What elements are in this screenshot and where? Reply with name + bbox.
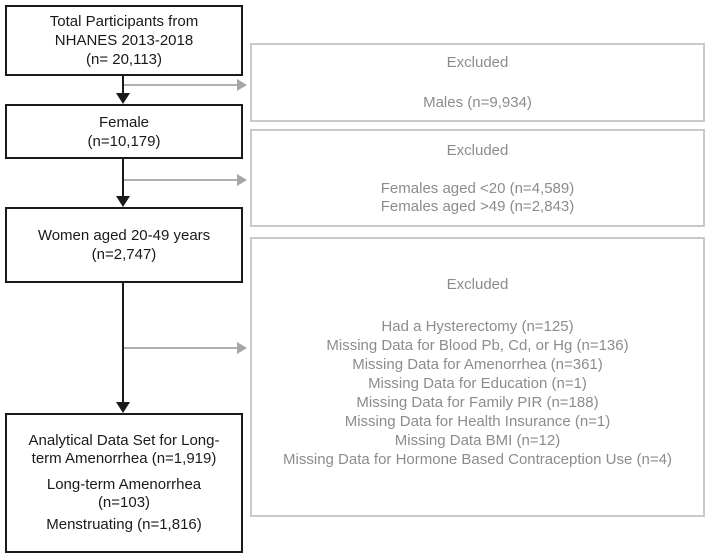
box-line: (n=103): [97, 494, 151, 511]
box-line: (n=10,179): [87, 132, 161, 150]
excluded-title: Excluded: [446, 142, 509, 159]
excluded-item: Missing Data for Blood Pb, Cd, or Hg (n=…: [326, 337, 629, 354]
excluded-item: Females aged >49 (n=2,843): [380, 198, 575, 215]
box-line: Women aged 20-49 years: [37, 227, 211, 244]
arrow-excluded-males-line: [124, 84, 238, 86]
arrow-female-to-women-line: [122, 159, 124, 198]
box-line: Total Participants from: [49, 13, 199, 30]
box-excluded-males: Excluded Males (n=9,934): [250, 43, 705, 122]
box-line: NHANES 2013-2018: [54, 32, 194, 49]
arrow-women-to-analytical-line: [122, 283, 124, 404]
arrow-women-to-analytical-head-icon: [116, 402, 130, 413]
excluded-item: Missing Data for Education (n=1): [368, 375, 587, 392]
arrow-female-to-women-head-icon: [116, 196, 130, 207]
box-excluded-age: Excluded Females aged <20 (n=4,589) Fema…: [250, 129, 705, 227]
excluded-item: Had a Hysterectomy (n=125): [381, 318, 574, 335]
box-paragraph: Analytical Data Set for Long- term Ameno…: [29, 432, 220, 468]
box-total-participants: Total Participants from NHANES 2013-2018…: [5, 5, 243, 76]
arrow-excluded-age-line: [124, 179, 238, 181]
excluded-item: Missing Data for Family PIR (n=188): [356, 394, 599, 411]
excluded-title: Excluded: [446, 276, 509, 293]
box-analytical-data-set: Analytical Data Set for Long- term Ameno…: [5, 413, 243, 553]
excluded-items: Females aged <20 (n=4,589) Females aged …: [252, 180, 703, 216]
excluded-title: Excluded: [446, 54, 509, 71]
box-female: Female (n=10,179): [5, 104, 243, 159]
box-line: (n= 20,113): [85, 51, 163, 68]
box-line: term Amenorrhea (n=1,919): [31, 450, 217, 467]
box-line: Female: [98, 113, 150, 131]
box-paragraph: Menstruating (n=1,816): [46, 516, 202, 534]
excluded-item: Males (n=9,934): [423, 94, 532, 111]
excluded-items: Males (n=9,934): [252, 93, 703, 112]
box-women-aged-20-49: Women aged 20-49 years (n=2,747): [5, 207, 243, 283]
arrow-excluded-missing-line: [124, 347, 238, 349]
arrow-total-to-female-line: [122, 76, 124, 95]
box-line: (n=2,747): [91, 246, 157, 263]
box-excluded-missing-data: Excluded Had a Hysterectomy (n=125) Miss…: [250, 237, 705, 517]
excluded-item: Females aged <20 (n=4,589): [380, 180, 575, 197]
excluded-item: Missing Data for Amenorrhea (n=361): [352, 356, 603, 373]
excluded-item: Missing Data for Health Insurance (n=1): [344, 413, 611, 430]
box-line: Menstruating (n=1,816): [46, 516, 202, 533]
arrow-excluded-age-head-icon: [237, 174, 247, 186]
arrow-excluded-missing-head-icon: [237, 342, 247, 354]
excluded-item: Missing Data BMI (n=12): [394, 432, 561, 449]
excluded-items: Had a Hysterectomy (n=125) Missing Data …: [252, 317, 703, 469]
arrow-excluded-males-head-icon: [237, 79, 247, 91]
arrow-total-to-female-head-icon: [116, 93, 130, 104]
box-line: Long-term Amenorrhea: [46, 476, 202, 493]
box-paragraph: Long-term Amenorrhea (n=103): [47, 476, 201, 512]
excluded-item: Missing Data for Hormone Based Contracep…: [283, 451, 672, 468]
box-line: Analytical Data Set for Long-: [28, 432, 220, 449]
